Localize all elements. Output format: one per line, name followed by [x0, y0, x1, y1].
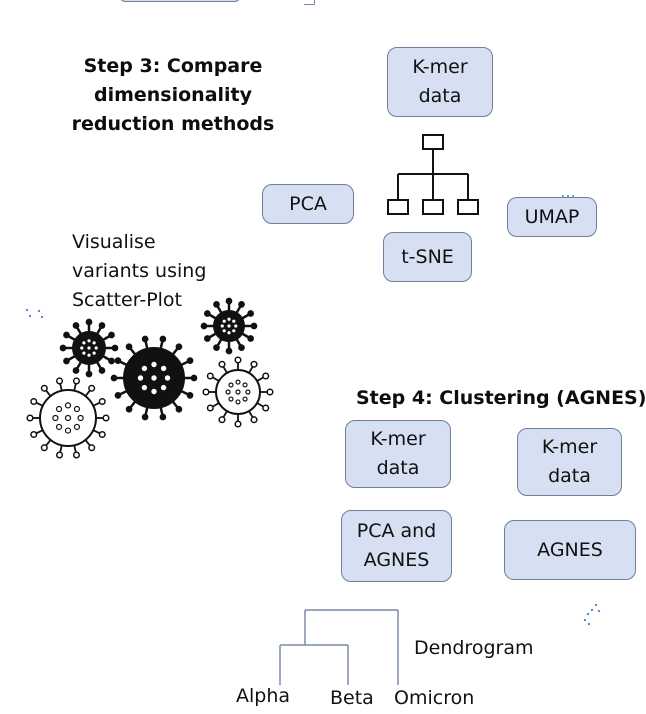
- step4-kmer-data-box-right: K-mer data: [517, 428, 622, 496]
- step3-pca-box: PCA: [262, 184, 354, 224]
- dendrogram-leaf-alpha: Alpha: [236, 685, 291, 707]
- virus-icon: [110, 335, 198, 421]
- tree-hierarchy-icon: [387, 134, 479, 215]
- step4-kmer-data-box-left: K-mer data: [345, 420, 451, 488]
- step3-kmer-data-box: K-mer data: [387, 47, 493, 117]
- decorative-dots-icon: [583, 603, 601, 626]
- step4-agnes-box: AGNES: [504, 520, 636, 580]
- decorative-dots-icon: [25, 308, 44, 319]
- virus-icon: [202, 356, 274, 428]
- visualise-text: Visualise variants using Scatter-Plot: [72, 231, 207, 311]
- dendrogram-label: Dendrogram: [414, 637, 534, 659]
- step3-heading: Step 3: Compare dimensionality reduction…: [71, 55, 275, 135]
- virus-icon: [200, 297, 258, 355]
- virus-icon: [59, 318, 119, 378]
- step4-pca-agnes-box: PCA and AGNES: [341, 510, 452, 582]
- dendrogram-leaf-omicron: Omicron: [394, 687, 475, 709]
- dendrogram-lines: [279, 609, 399, 685]
- virus-icon: [26, 377, 110, 459]
- step4-heading: Step 4: Clustering (AGNES): [356, 387, 646, 409]
- dendrogram-leaf-beta: Beta: [330, 687, 374, 709]
- decorative-dots-icon: [562, 195, 574, 197]
- step3-umap-box: UMAP: [507, 197, 597, 237]
- step3-tsne-box: t-SNE: [383, 232, 472, 282]
- top-cropped-connector: [304, 0, 315, 5]
